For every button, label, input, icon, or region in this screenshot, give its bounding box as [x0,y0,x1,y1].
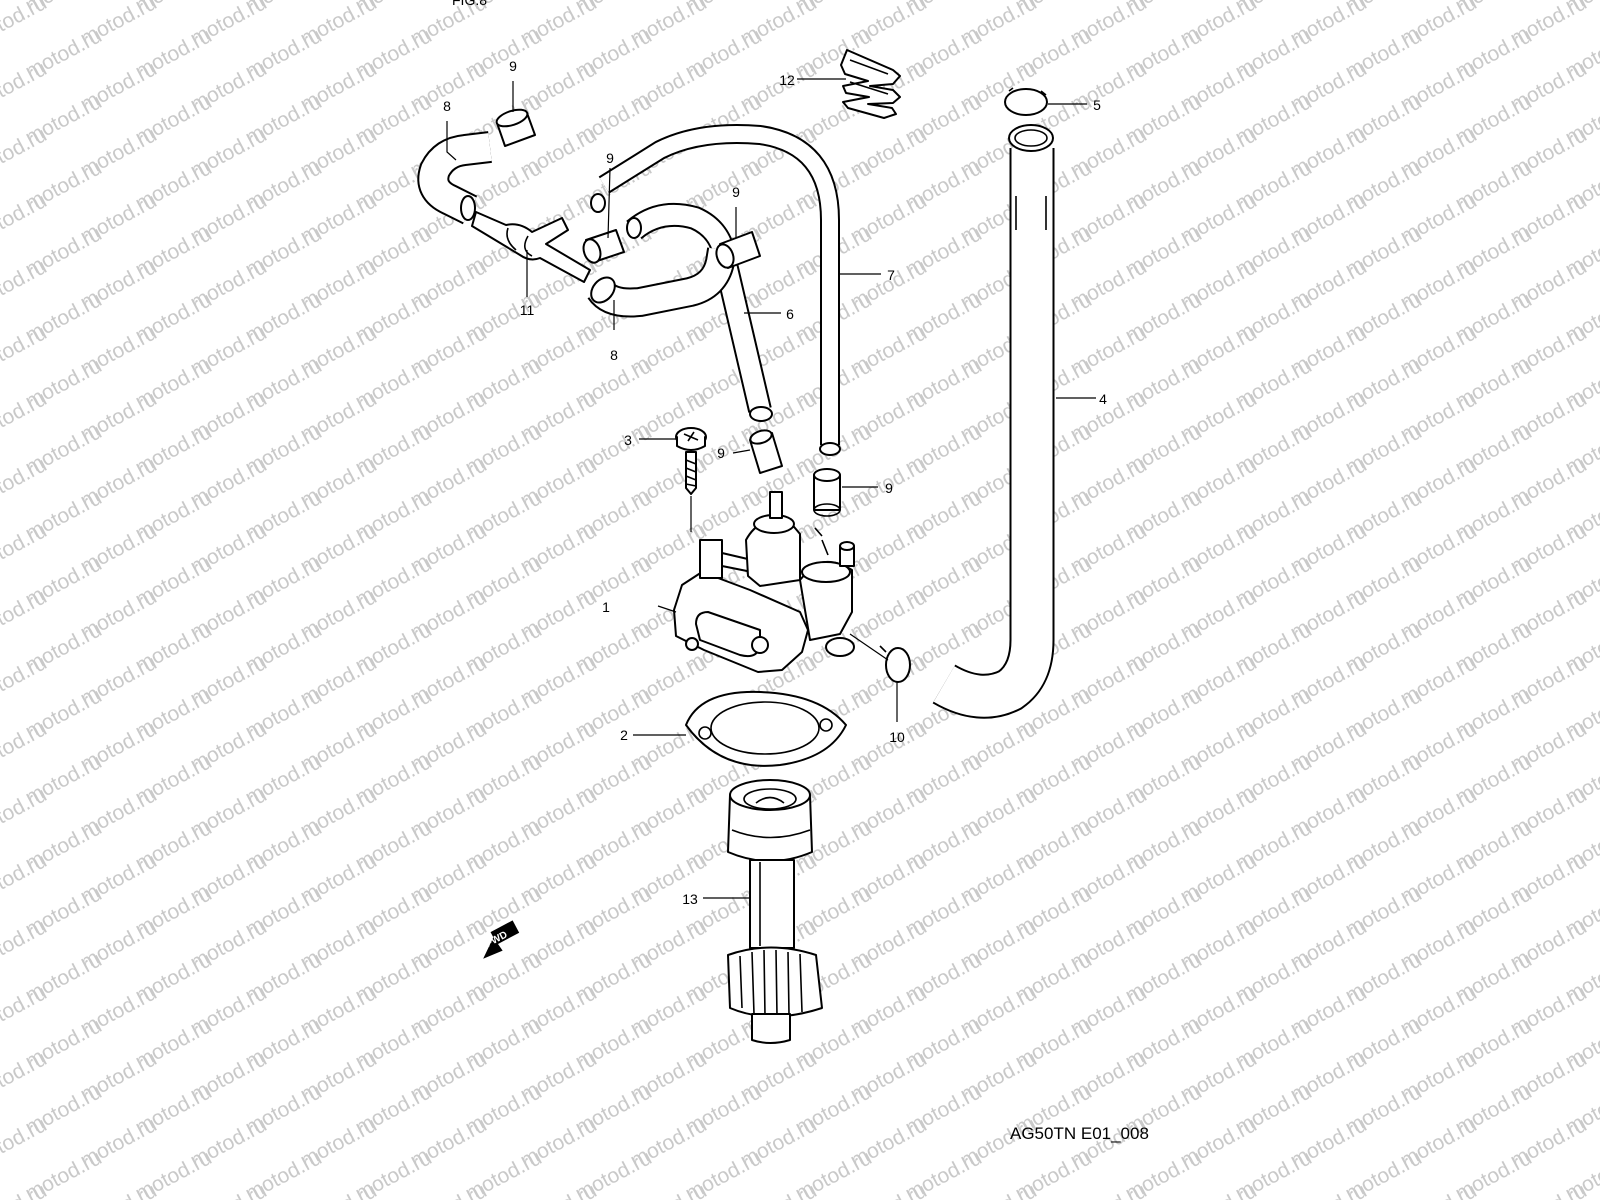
watermark-text: motod.ru [1287,1179,1371,1200]
callout-3: 3 [624,432,632,448]
watermark-text: motod.ru [1067,1179,1151,1200]
watermark-text: motod.ru [187,1179,271,1200]
part-7-tube [590,124,841,456]
watermark-text: motod.ru [1507,1179,1591,1200]
callout-8-lower: 8 [610,347,618,363]
part-5-clamp [1004,87,1048,116]
part-10-o-ring [879,645,911,683]
watermark-text: motod.ru [957,1179,1041,1200]
callout-1: 1 [602,599,610,615]
watermark-text: motod.ru [0,189,51,248]
watermark-text: motod.ru [737,1179,821,1200]
callout-11: 11 [520,302,535,318]
part-9-sleeve-lower-left [749,429,783,474]
part-9-sleeve-upper [495,108,536,147]
watermark-text: motod.ru [0,123,51,182]
watermark-text: motod.ru [627,1179,711,1200]
part-13-drive-shaft [727,779,823,1044]
watermark-text: motod.ru [517,1179,601,1200]
watermark-text: motod.ru [77,1179,161,1200]
watermark-text: motod.ru [0,981,51,1040]
callout-4: 4 [1099,391,1107,407]
callout-12: 12 [779,72,795,88]
callout-9-a: 9 [509,58,517,74]
watermark-text: motod.ru [1177,1179,1261,1200]
watermark-text: motod.ru [0,321,51,380]
watermark-text: motod.ru [0,255,51,314]
part-1-oil-pump [673,491,855,673]
top-cut-text: FIG.8 [452,0,487,8]
callout-9-b: 9 [606,150,614,166]
watermark-text: motod.ru [0,783,51,842]
watermark-text: motod.ru [0,387,51,446]
part-2-gasket [685,690,847,767]
callout-9-e: 9 [885,480,893,496]
callout-7: 7 [887,267,895,283]
callout-13: 13 [682,891,698,907]
callout-labels: 1 2 3 4 5 6 7 8 8 9 9 9 9 9 10 11 12 13 [443,58,1107,907]
part-9-sleeve-lower-right [813,468,841,517]
part-4-hose [932,124,1055,719]
part-9-sleeve-mid-left [582,229,625,264]
part-8-hose-lower [587,247,737,318]
part-9-sleeve-mid-right [715,231,761,269]
watermark-text: motod.ru [1397,1179,1481,1200]
callout-10: 10 [889,729,905,745]
watermark-text: motod.ru [0,0,51,50]
watermark-text: motod.ru [0,585,51,644]
watermark-text: motod.ru [0,57,51,116]
watermark-text: motod.ru [0,915,51,974]
callout-2: 2 [620,727,628,743]
leader-lines [446,78,1096,899]
watermark-text: motod.ru [0,651,51,710]
watermark-text: motod.ru [407,1179,491,1200]
watermark-text: motod.ru [0,1113,51,1172]
watermark-text: motod.ru [0,453,51,512]
watermark-text: motod.ru [0,519,51,578]
watermark-text: motod.ru [847,1179,931,1200]
callout-9-d: 9 [717,445,725,461]
watermark-text: motod.ru [0,849,51,908]
callout-8-upper: 8 [443,98,451,114]
part-12-clip [840,49,901,119]
part-3-screw [675,427,707,532]
watermark-text: motod.ru [0,1047,51,1106]
part-11-joint [471,211,591,283]
callout-5: 5 [1093,97,1101,113]
callout-6: 6 [786,306,794,322]
watermark-text: motod.ru [0,717,51,776]
part-8-hose-upper [417,131,492,225]
watermark-text: motod.ru [297,1179,381,1200]
callout-9-c: 9 [732,184,740,200]
diagram-code: AG50TN E01_008 [1010,1124,1149,1143]
